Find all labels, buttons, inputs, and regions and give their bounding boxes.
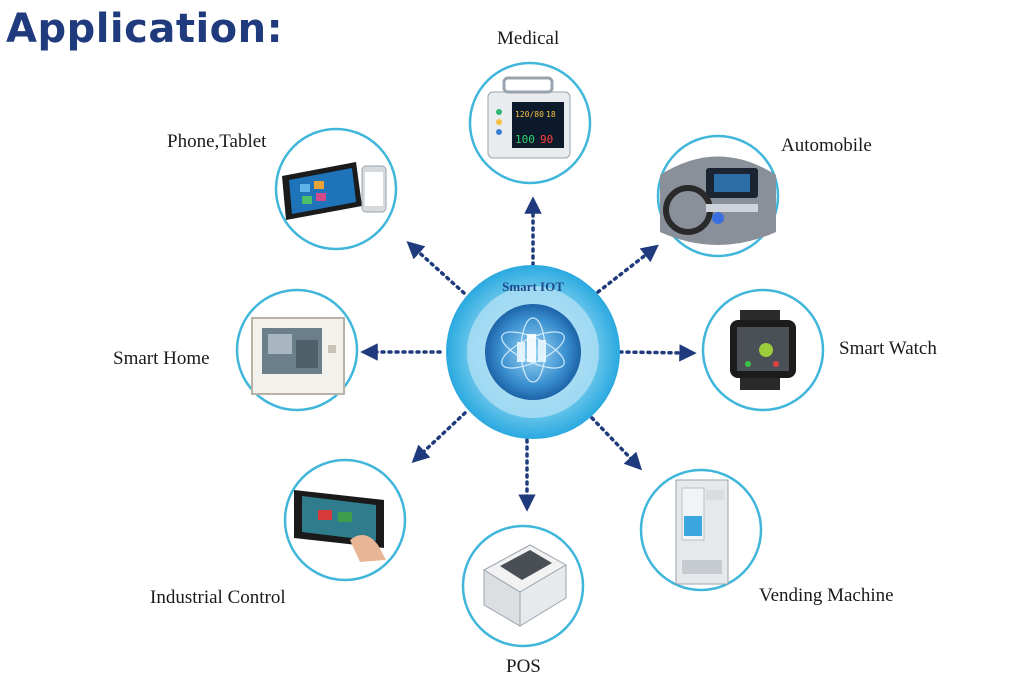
arrow-industrial-control [411, 411, 467, 463]
node-pos [461, 524, 585, 648]
node-industrial-control [283, 458, 407, 582]
node-medical: 120/80 18 100 90 [468, 61, 592, 185]
label-smart-home: Smart Home [113, 348, 210, 369]
pos-terminal-icon [482, 544, 568, 627]
label-smart-watch: Smart Watch [839, 338, 937, 359]
label-pos: POS [506, 656, 541, 677]
industrial-panel-icon [294, 490, 386, 562]
svg-text:100: 100 [515, 133, 535, 146]
connector-arrows [360, 196, 697, 512]
label-vending-machine: Vending Machine [759, 585, 894, 606]
svg-text:90: 90 [540, 133, 553, 146]
vending-machine-icon [675, 479, 729, 585]
node-phone-tablet [274, 127, 398, 251]
patient-monitor-icon: 120/80 18 100 90 [487, 76, 571, 159]
label-medical: Medical [497, 28, 560, 49]
wall-panel-icon [251, 317, 345, 395]
node-vending-machine [639, 468, 763, 592]
node-automobile [656, 134, 780, 258]
tablet-phone-icon [282, 162, 387, 220]
node-smart-home [235, 288, 359, 412]
label-industrial-control: Industrial Control [150, 587, 286, 608]
smartwatch-icon [730, 310, 796, 390]
arrow-smart-watch [618, 344, 697, 362]
car-dashboard-icon [660, 156, 776, 245]
label-phone-tablet: Phone,Tablet [167, 131, 267, 152]
hub-label: Smart IOT [502, 279, 564, 294]
arrow-vending-machine [590, 416, 643, 471]
svg-text:120/80: 120/80 [515, 110, 544, 119]
arrow-phone-tablet [406, 241, 466, 295]
page-title: Application: [6, 6, 284, 52]
smart-iot-hub [446, 265, 620, 439]
arrow-automobile [596, 244, 659, 294]
svg-text:18: 18 [546, 110, 556, 119]
label-automobile: Automobile [781, 135, 872, 156]
node-smart-watch [701, 288, 825, 412]
